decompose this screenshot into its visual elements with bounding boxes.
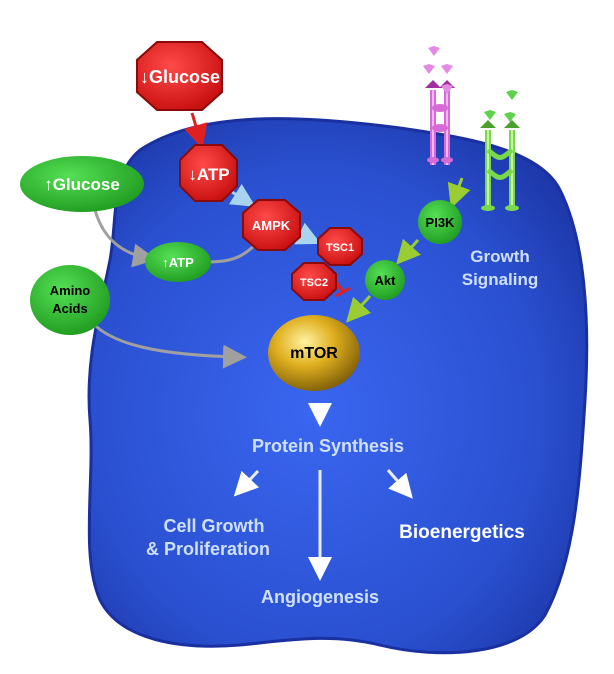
akt-node: Akt <box>365 260 405 300</box>
arrow-protein-to-bioenergetics <box>386 469 413 499</box>
atp-high-node: ↑ATP <box>145 242 211 282</box>
stop-octagon-icon <box>136 41 223 111</box>
atp-high-label: ↑ATP <box>162 255 194 270</box>
mtor-node: mTOR <box>268 315 360 391</box>
arrow-receptor-to-pi3k <box>447 177 471 209</box>
growth-signaling-label-line2: Signaling <box>462 270 539 289</box>
glucose-low-node: ↓Glucose <box>136 41 223 111</box>
pi3k-label: PI3K <box>426 215 456 230</box>
amino-acids-label-line2: Acids <box>52 301 87 316</box>
ampk-label: AMPK <box>252 218 291 233</box>
amino-acids-label-line1: Amino <box>50 283 91 298</box>
akt-label: Akt <box>375 273 397 288</box>
cell-growth-label-line1: Cell Growth <box>163 516 264 536</box>
receptor-green-icon <box>480 90 520 211</box>
tsc2-node: TSC2 <box>291 262 337 301</box>
glucose-high-node: ↑Glucose <box>20 156 144 212</box>
arrow-atp-to-ampk <box>228 183 256 207</box>
pi3k-node: PI3K <box>418 200 462 244</box>
stop-octagon-icon <box>242 199 301 251</box>
cell-body <box>87 117 589 655</box>
stop-octagon-icon <box>179 144 238 202</box>
tsc2-label: TSC2 <box>300 277 328 289</box>
atp-low-node: ↓ATP <box>179 144 238 202</box>
growth-signaling-label-line1: Growth <box>470 247 530 266</box>
mtor-label: mTOR <box>290 345 338 362</box>
tsc1-label: TSC1 <box>326 242 354 254</box>
ampk-node: AMPK <box>242 199 301 251</box>
cell-growth-label-line2: & Proliferation <box>146 539 270 559</box>
angiogenesis-label: Angiogenesis <box>261 587 379 607</box>
receptor-pink-icon <box>423 46 455 165</box>
arrow-amino-to-mtor <box>88 319 247 369</box>
arrow-protein-to-growth <box>233 469 260 497</box>
arrow-glucose-to-atp <box>184 112 208 149</box>
stop-octagon-icon <box>317 227 363 266</box>
atp-low-label: ↓ATP <box>188 165 229 184</box>
stop-octagon-icon <box>291 262 337 301</box>
protein-synthesis-label: Protein Synthesis <box>252 436 404 456</box>
glucose-low-label: ↓Glucose <box>140 67 220 87</box>
arrow-akt-to-mtor <box>345 294 372 323</box>
arrow-glucose-to-atp-high <box>93 209 157 268</box>
arrow-pi3k-to-akt <box>396 238 421 265</box>
bioenergetics-label: Bioenergetics <box>399 522 525 543</box>
amino-acids-node: Amino Acids <box>30 265 110 335</box>
tsc1-node: TSC1 <box>317 227 363 266</box>
glucose-high-label: ↑Glucose <box>44 175 120 194</box>
